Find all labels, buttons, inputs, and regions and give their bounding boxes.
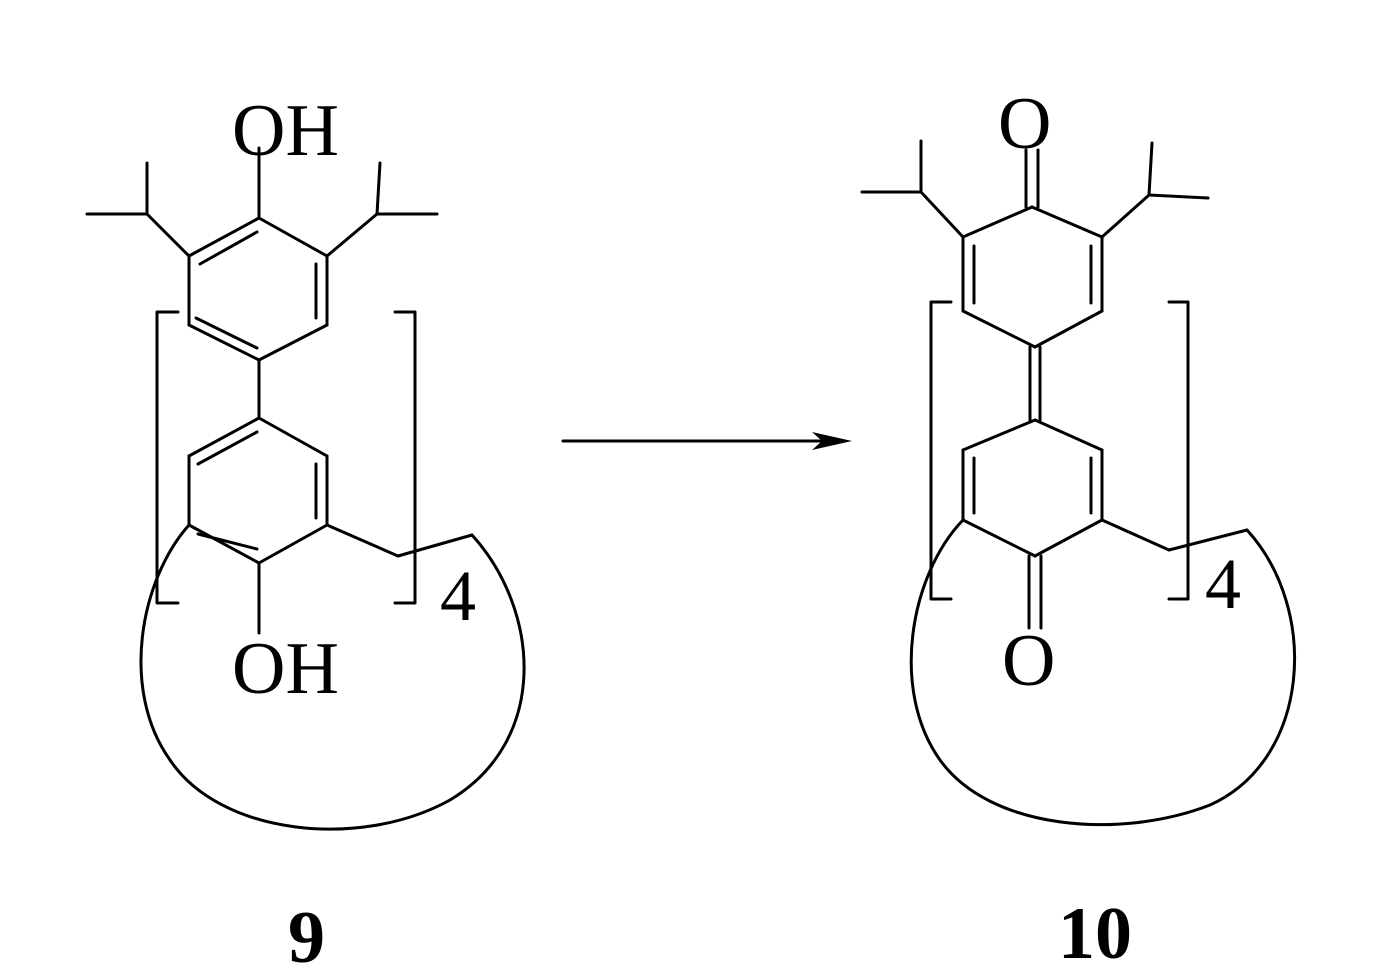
macrocycle-arc [909,518,1296,827]
right-bracket [1167,300,1190,601]
right-bracket [393,310,417,605]
left-bracket [929,300,953,601]
upper-oxygen-label: O [998,83,1051,165]
upper-oh-label: OH [232,90,339,172]
lower-carbonyl [1027,554,1043,630]
methylene-bridge [325,523,474,558]
upper-phenol-ring [187,216,329,362]
compound-number-9: 9 [288,897,325,978]
compound-9-structure: OH OH 4 [85,90,526,831]
compound-number-10: 10 [1058,893,1132,975]
repeat-count-label: 4 [1205,544,1241,624]
lower-oh-label: OH [232,628,339,710]
upper-quinone-ring [961,205,1104,349]
methylene-bridge [1100,518,1249,552]
upper-carbonyl [1024,148,1040,209]
right-isopropyl-group [1100,141,1210,239]
reaction-arrow [561,432,852,450]
lower-phenol-ring [187,416,329,565]
repeat-brackets [929,300,1190,601]
macrocycle-arc [139,523,526,831]
central-double-bond [1028,345,1042,422]
arrow-head [812,432,852,450]
right-isopropyl-group [325,161,439,258]
left-isopropyl-group [860,139,965,239]
left-bracket [155,310,180,605]
lower-quinone-ring [961,418,1104,558]
compound-10-structure: O O 4 [860,83,1296,827]
lower-oxygen-label: O [1002,620,1055,702]
left-isopropyl-group [85,161,191,258]
repeat-count-label: 4 [440,556,476,636]
repeat-brackets [155,310,417,605]
